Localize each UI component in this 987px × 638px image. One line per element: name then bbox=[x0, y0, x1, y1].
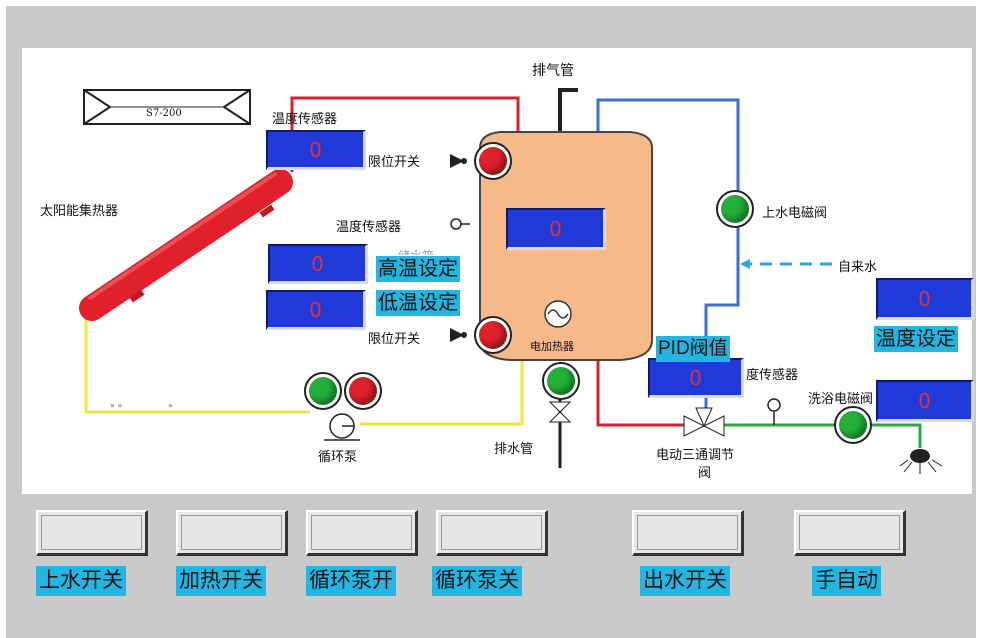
exhaust-pipe-label: 排气管 bbox=[532, 63, 574, 79]
limit-switch-bottom-label: 限位开关 bbox=[368, 332, 421, 347]
high-temp-set-tag: 高温设定 bbox=[376, 256, 460, 282]
tap-water-arrowhead bbox=[740, 259, 750, 269]
bath-valve-label: 洗浴电磁阀 bbox=[808, 392, 874, 407]
limit-switch-bottom-lamp bbox=[474, 316, 512, 354]
auto-manual-label: 手自动 bbox=[812, 566, 881, 596]
drain-pipe-label: 排水管 bbox=[494, 442, 534, 457]
limit-switch-top-lamp bbox=[474, 142, 512, 180]
exhaust-pipe bbox=[558, 88, 578, 138]
pipe-marker-1: » » bbox=[110, 401, 122, 410]
pipe-bath bbox=[712, 423, 922, 448]
tank-partial-label: 储水箱 bbox=[398, 247, 434, 255]
high-temp-set-display[interactable]: 0 bbox=[268, 244, 368, 284]
inlet-switch-label: 上水开关 bbox=[36, 566, 126, 596]
inlet-valve-lamp bbox=[716, 190, 754, 228]
plc-box bbox=[83, 89, 251, 125]
pump-off-button[interactable] bbox=[436, 510, 548, 556]
temp-sensor-right-label: 度传感器 bbox=[746, 368, 799, 383]
temp-sensor-top-display: 0 bbox=[266, 130, 366, 170]
three-way-valve-icon bbox=[683, 407, 725, 437]
sensor-symbols bbox=[450, 154, 470, 342]
pipe-hot-outlet bbox=[596, 358, 700, 427]
temp-set-right-display[interactable]: 0 bbox=[876, 278, 974, 320]
electric-heater-label: 电加热器 bbox=[530, 340, 574, 353]
tap-water-label: 自来水 bbox=[838, 260, 878, 275]
pump-run-lamp bbox=[304, 372, 342, 410]
pump-stop-lamp bbox=[344, 372, 382, 410]
pump-off-label: 循环泵关 bbox=[432, 566, 522, 596]
bath-right-display: 0 bbox=[876, 380, 974, 422]
pid-value-display[interactable]: 0 bbox=[648, 358, 744, 398]
auto-manual-button[interactable] bbox=[794, 510, 906, 556]
sensor-probe bbox=[767, 398, 781, 412]
drain-valve-icon bbox=[548, 401, 572, 423]
temp-sensor-mid-label: 温度传感器 bbox=[336, 220, 402, 235]
pump-icon bbox=[324, 413, 360, 441]
pump-on-label: 循环泵开 bbox=[306, 566, 396, 596]
low-temp-set-display[interactable]: 0 bbox=[266, 290, 366, 330]
pid-value-tag: PID阀值 bbox=[656, 336, 730, 362]
inlet-valve-label: 上水电磁阀 bbox=[762, 206, 828, 221]
pipe-marker-2: » bbox=[168, 401, 173, 410]
circ-pump-label: 循环泵 bbox=[318, 450, 358, 465]
outlet-switch-button[interactable] bbox=[632, 510, 744, 556]
three-way-valve-label-2: 阀 bbox=[698, 466, 712, 481]
limit-switch-top-label: 限位开关 bbox=[368, 155, 421, 170]
low-temp-set-tag: 低温设定 bbox=[376, 290, 460, 316]
drain-lamp bbox=[542, 362, 580, 400]
shower-head-icon bbox=[900, 449, 943, 474]
inlet-switch-button[interactable] bbox=[36, 510, 148, 556]
plc-label: S7-200 bbox=[146, 108, 182, 119]
tank-temp-display: 0 bbox=[506, 208, 606, 250]
heater-switch-label: 加热开关 bbox=[176, 566, 266, 596]
solar-collector bbox=[79, 169, 293, 321]
outlet-switch-label: 出水开关 bbox=[640, 566, 730, 596]
bath-valve-lamp bbox=[834, 406, 872, 444]
temp-sensor-top-label: 温度传感器 bbox=[272, 112, 338, 127]
temp-set-tag: 温度设定 bbox=[874, 326, 958, 352]
solar-collector-label: 太阳能集热器 bbox=[40, 204, 119, 219]
three-way-valve-label: 电动三通调节 bbox=[656, 448, 735, 463]
pipe-return-2 bbox=[360, 360, 524, 426]
pump-on-button[interactable] bbox=[306, 510, 418, 556]
heater-switch-button[interactable] bbox=[176, 510, 288, 556]
pipe-return bbox=[84, 318, 310, 414]
